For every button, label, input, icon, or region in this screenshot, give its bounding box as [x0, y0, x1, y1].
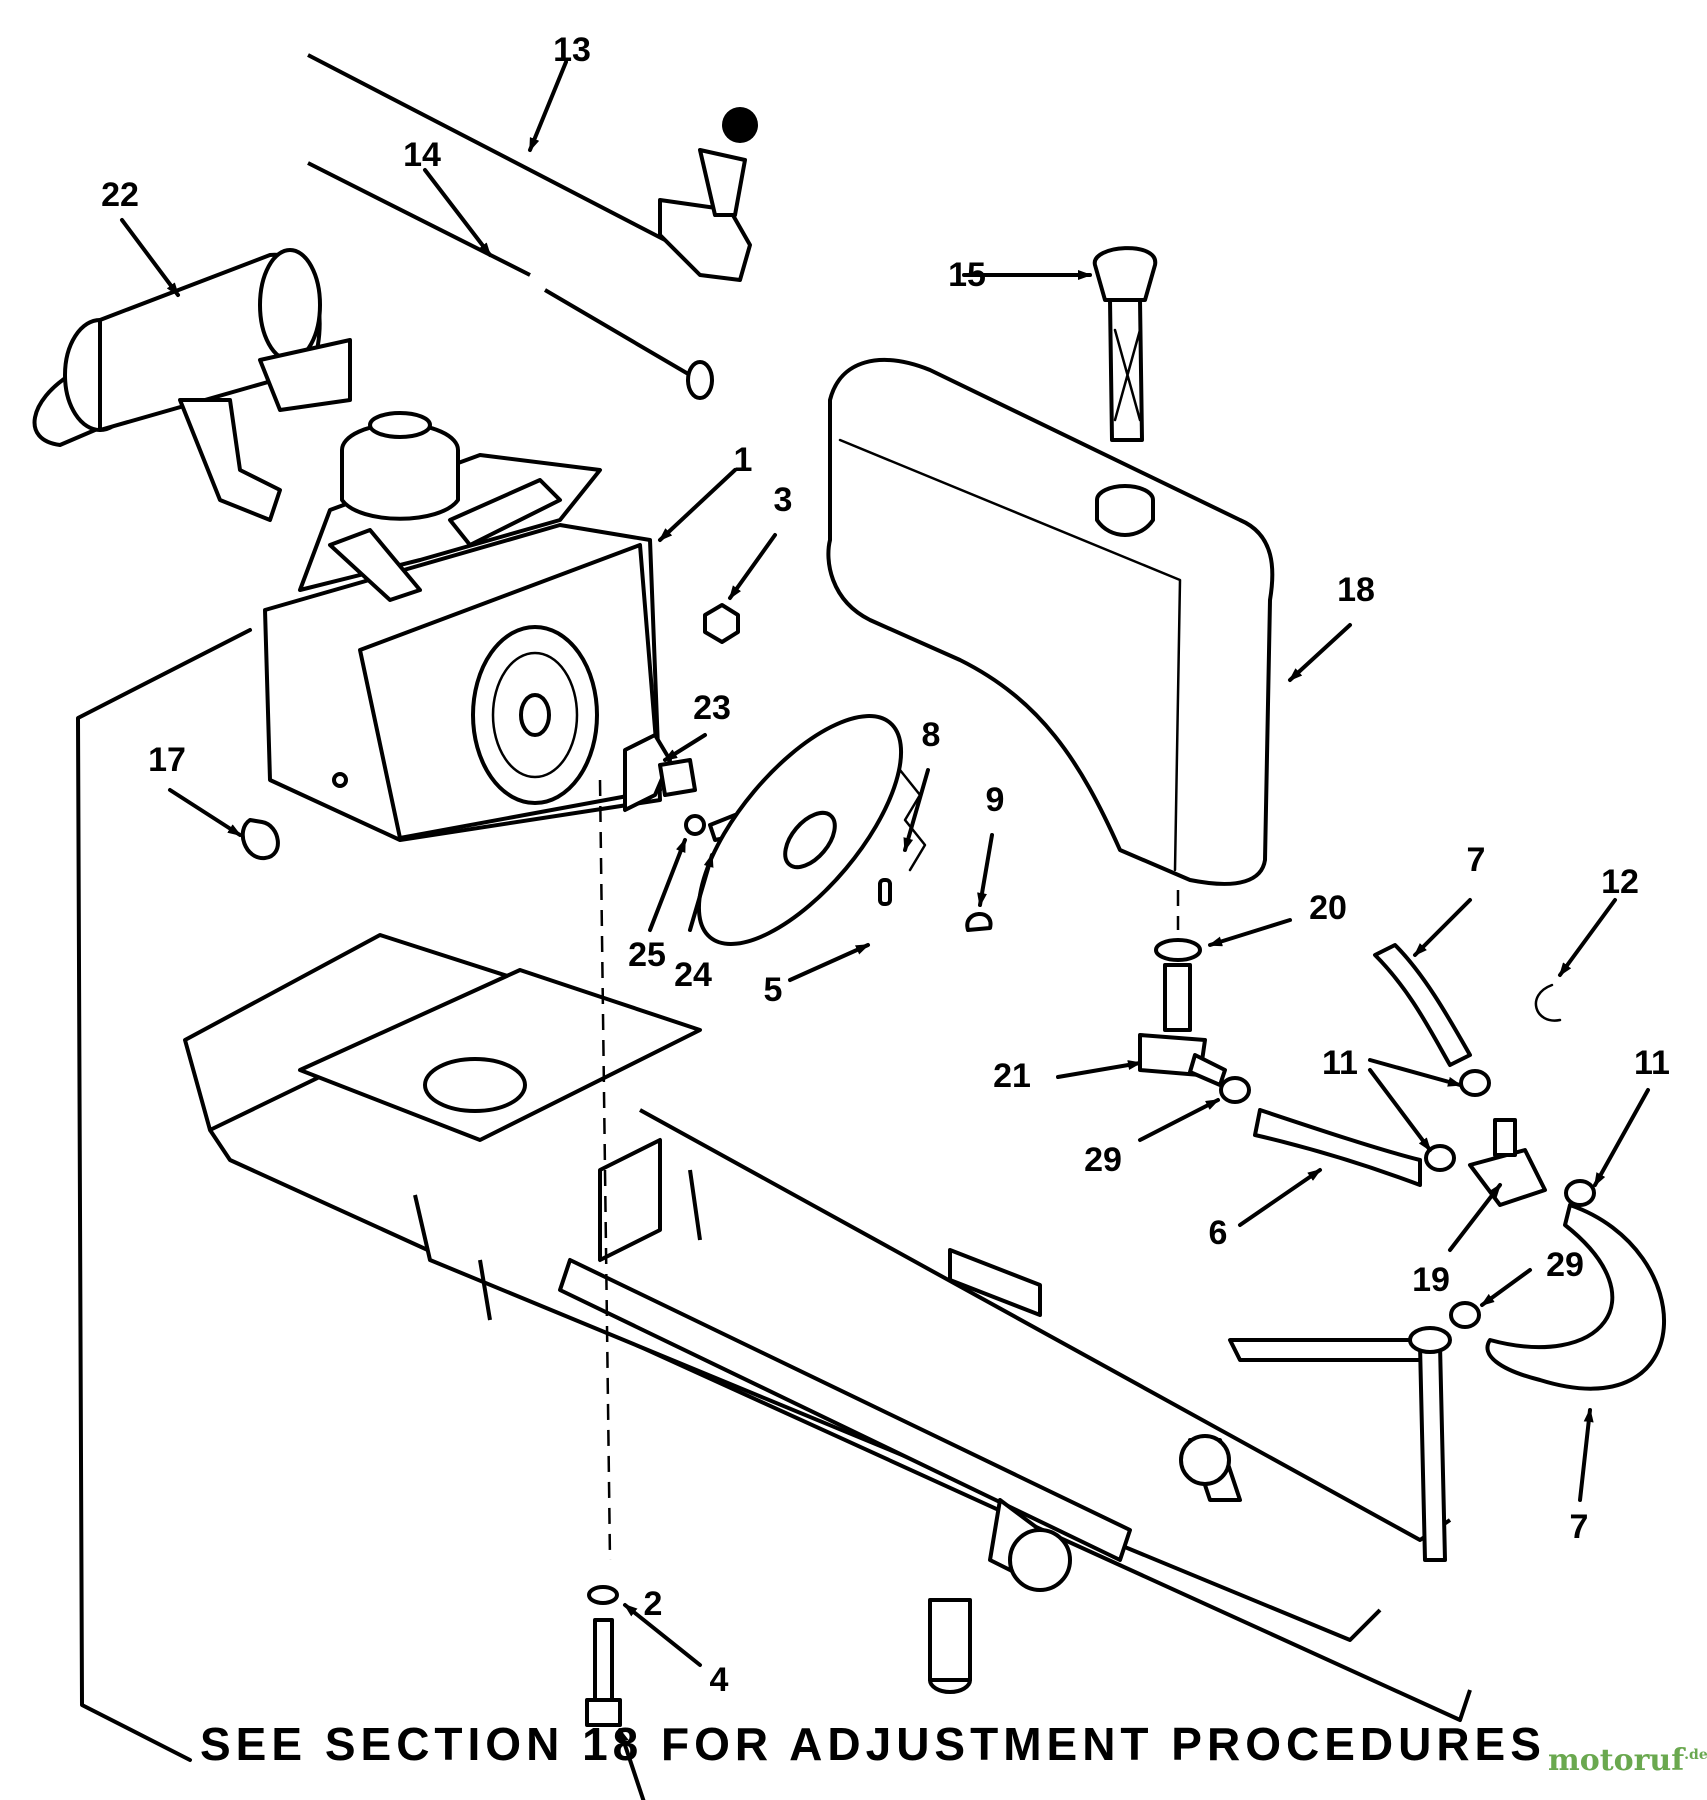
callout-7-lower: 7: [1570, 1508, 1589, 1546]
hardware-parts: [240, 603, 1596, 1727]
callout-15: 15: [948, 256, 986, 294]
reference-bracket-line: [76, 628, 252, 1762]
watermark-logo: motoruf.de: [1548, 1735, 1707, 1778]
callout-13: 13: [553, 31, 591, 69]
callout-23: 23: [693, 689, 731, 727]
callout-14: 14: [403, 136, 441, 174]
callout-24: 24: [674, 956, 712, 994]
callout-2: 2: [644, 1585, 663, 1623]
muffler: [32, 248, 352, 522]
callout-11-right: 11: [1634, 1044, 1670, 1082]
watermark-name: motoruf: [1548, 1743, 1685, 1778]
callout-11-left: 11: [1322, 1044, 1358, 1082]
callout-29-right: 29: [1546, 1246, 1584, 1284]
callout-3: 3: [774, 481, 793, 519]
callout-22: 22: [101, 176, 139, 214]
fuel-gauge: [1092, 246, 1158, 442]
callout-1: 1: [734, 441, 753, 479]
callout-6: 6: [1209, 1214, 1228, 1252]
footer-note: SEE SECTION 18 FOR ADJUSTMENT PROCEDURES: [200, 1718, 1546, 1770]
callout-17: 17: [148, 741, 186, 779]
callout-20: 20: [1309, 889, 1347, 927]
callout-25: 25: [628, 936, 666, 974]
callout-labels: 13 14 22 15 1 3 18 23 8 17 9 7 12 20 25 …: [101, 31, 1670, 1699]
watermark-suffix: .de: [1684, 1747, 1707, 1763]
callout-12: 12: [1601, 863, 1639, 901]
frame: [183, 933, 1472, 1722]
fuel-hoses: [1253, 943, 1667, 1391]
callout-9: 9: [986, 781, 1005, 819]
callout-5: 5: [764, 971, 783, 1009]
engine: [263, 411, 662, 842]
callout-21: 21: [993, 1057, 1031, 1095]
fuel-tank: [826, 358, 1275, 886]
alignment-line-engine: [598, 779, 612, 1561]
callout-7-upper: 7: [1467, 841, 1486, 879]
leader-arrows: [120, 60, 1650, 1800]
callout-4: 4: [710, 1661, 729, 1699]
callout-29-left: 29: [1084, 1141, 1122, 1179]
callout-8: 8: [922, 716, 941, 754]
control-cables: [307, 53, 758, 400]
callout-19: 19: [1412, 1261, 1450, 1299]
callout-18: 18: [1337, 571, 1375, 609]
